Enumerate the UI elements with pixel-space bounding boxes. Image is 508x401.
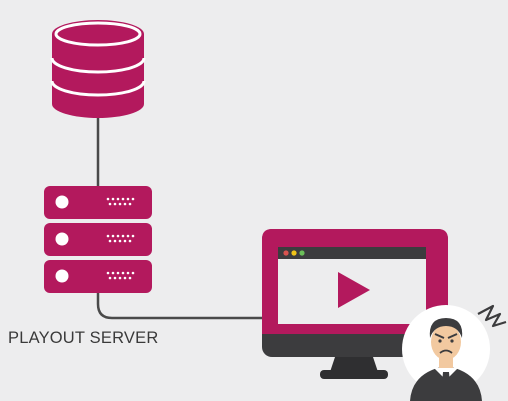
database-icon [50,20,146,118]
playout-server-label: PLAYOUT SERVER [8,329,159,347]
server-to-monitor-line [96,292,262,320]
connection-lines [96,116,262,320]
server-rack-icon [44,186,152,293]
play-icon [338,272,370,308]
angry-user-icon [402,304,507,401]
monitor-icon [262,229,448,379]
